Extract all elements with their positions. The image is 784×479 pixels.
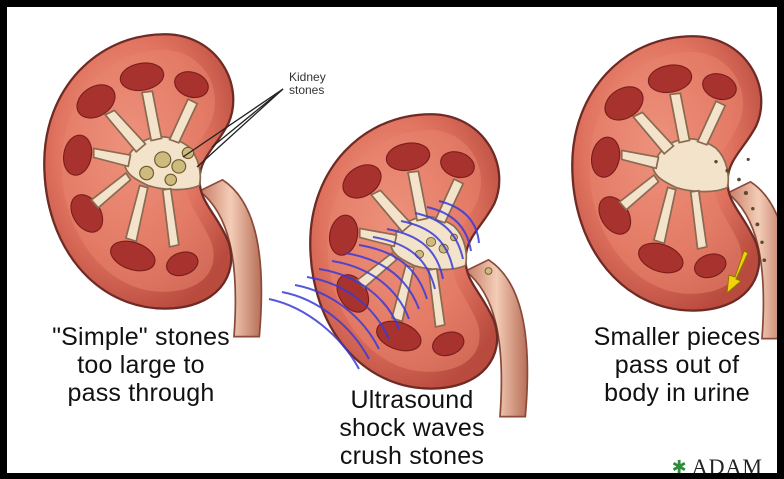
caption-shock-waves: Ultrasound shock waves crush stones (307, 386, 517, 470)
kidney-stones-label: Kidney stones (289, 71, 326, 97)
kidney-panel-1 (44, 34, 261, 336)
caption-simple-stones: "Simple" stones too large to pass throug… (21, 323, 261, 407)
caption-smaller-pieces: Smaller pieces pass out of body in urine (567, 323, 784, 407)
adam-logo: ✱ ADAM (672, 454, 763, 479)
kidney-panel-3 (572, 36, 784, 338)
adam-logo-text: ADAM (692, 454, 763, 479)
adam-logo-icon: ✱ (672, 457, 688, 478)
kidney-panel-2 (310, 114, 527, 416)
